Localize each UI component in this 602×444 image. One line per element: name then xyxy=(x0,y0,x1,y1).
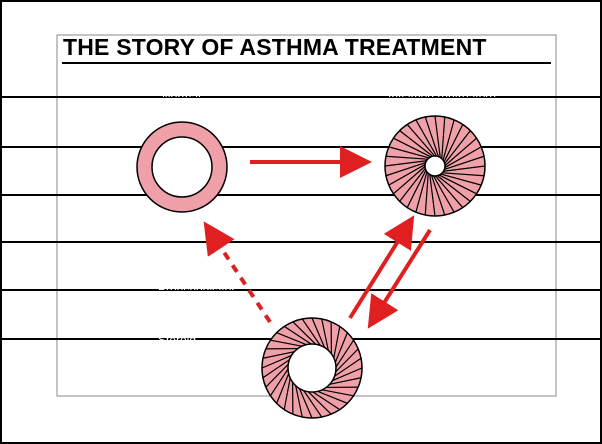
inflamed-airway xyxy=(385,116,485,216)
rule-lines xyxy=(0,97,602,339)
label-inflamed: Inflamed (untreated) xyxy=(388,91,496,97)
label-normal: Normal xyxy=(162,91,201,97)
arrow-inflamed-to-bottom xyxy=(372,230,430,322)
page-title: THE STORY OF ASTHMA TREATMENT xyxy=(63,34,487,61)
label-steroid: Steroid xyxy=(158,334,196,340)
treated-airway xyxy=(262,318,362,418)
label-bronchodilator: Bronchodilator xyxy=(158,284,235,290)
normal-airway xyxy=(137,122,227,212)
airway-lumen xyxy=(425,156,445,176)
airway-lumen xyxy=(288,344,336,392)
arrow-bottom-to-inflamed xyxy=(350,222,410,318)
